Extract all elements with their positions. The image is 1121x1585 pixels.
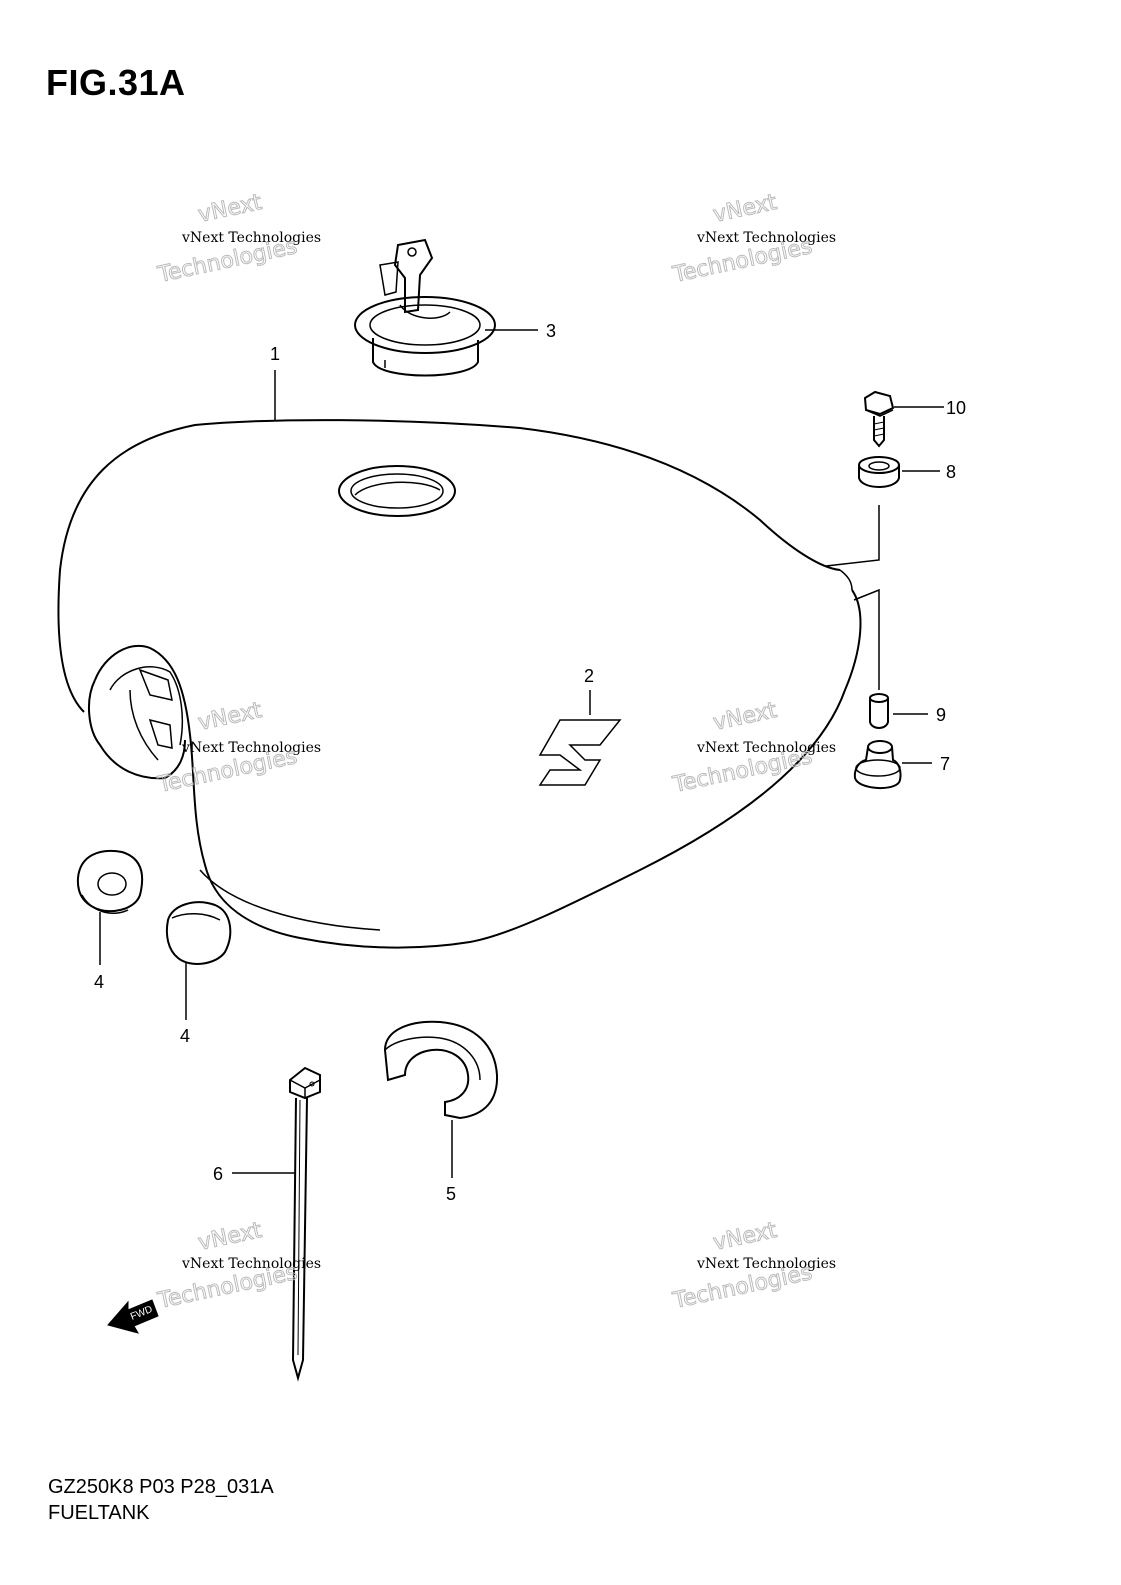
forward-arrow-icon: FWD <box>107 1299 159 1334</box>
watermark-line2: vNext Technologies <box>181 1256 321 1272</box>
callout-9: 9 <box>936 705 946 725</box>
fuel-tank-part <box>57 419 862 949</box>
watermark-middle-right: vNext vNext Technologies Technologies <box>670 697 837 798</box>
clamp-cushion-part <box>383 1020 499 1120</box>
callout-3: 3 <box>546 321 556 341</box>
figure-code: GZ250K8 P03 P28_031A <box>48 1476 274 1498</box>
callout-8: 8 <box>946 462 956 482</box>
watermark-line1: vNext <box>711 698 779 736</box>
watermark-line2: vNext Technologies <box>181 740 321 756</box>
callout-4a: 4 <box>94 972 104 992</box>
figure-name: FUELTANK <box>48 1502 150 1524</box>
callout-1: 1 <box>270 344 280 364</box>
callout-5: 5 <box>446 1184 456 1204</box>
watermark-line1: vNext <box>196 698 264 736</box>
grommet-top-part <box>858 456 900 488</box>
fuel-cap-part <box>354 238 496 377</box>
watermark-line2: vNext Technologies <box>696 740 836 756</box>
grommet-part <box>853 740 902 790</box>
mount-leader-lines <box>825 505 880 690</box>
emblem-part <box>538 719 622 786</box>
watermark-line2: vNext Technologies <box>181 230 321 246</box>
watermark-line1: vNext <box>711 190 779 228</box>
watermark-middle-left: vNext vNext Technologies Technologies <box>155 697 322 798</box>
watermark-line1: vNext <box>196 1218 264 1256</box>
watermark-line1: vNext <box>196 190 264 228</box>
collar-part <box>869 693 889 729</box>
callout-2: 2 <box>584 666 594 686</box>
watermark-top-left: vNext vNext Technologies Technologies <box>155 189 322 288</box>
callout-7: 7 <box>940 754 950 774</box>
cushion-part-b <box>165 901 232 965</box>
watermark-top-right: vNext vNext Technologies Technologies <box>670 189 837 288</box>
callout-10: 10 <box>946 398 966 418</box>
watermark-bottom-left: vNext vNext Technologies Technologies <box>155 1217 322 1314</box>
callout-6: 6 <box>213 1164 223 1184</box>
cable-tie-part <box>289 1066 321 1382</box>
watermark-bottom-right: vNext vNext Technologies Technologies <box>670 1217 837 1314</box>
cushion-part-a <box>76 850 144 914</box>
callout-4b: 4 <box>180 1026 190 1046</box>
figure-title: FIG.31A <box>46 62 186 103</box>
watermark-line2: vNext Technologies <box>696 1256 836 1272</box>
watermark-line2: vNext Technologies <box>696 230 836 246</box>
watermark-line1: vNext <box>711 1218 779 1256</box>
bolt-part <box>863 390 895 448</box>
